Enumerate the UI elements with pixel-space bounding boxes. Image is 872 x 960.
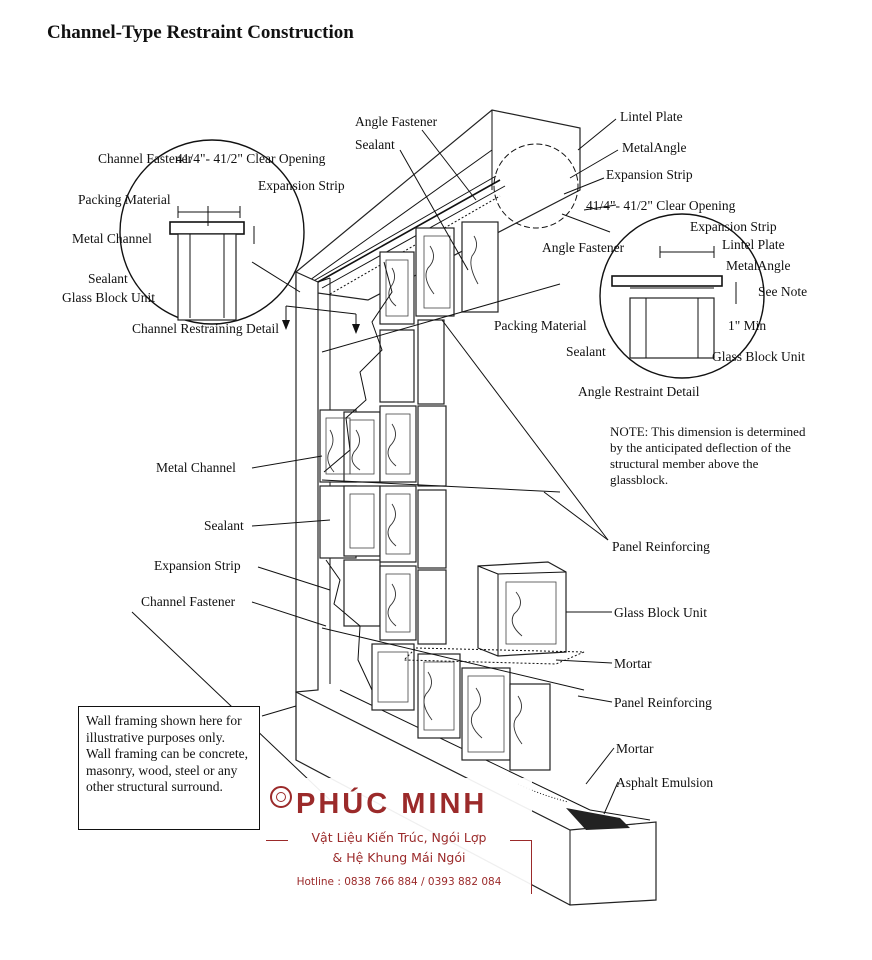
label-lintel-plate-right: Lintel Plate (722, 237, 785, 252)
label-channel-restraining-detail: Channel Restraining Detail (132, 321, 279, 336)
label-clear-opening-left: 41/4"- 41/2" Clear Opening (176, 151, 326, 166)
callout-circle (493, 143, 579, 229)
logo-rule-right (510, 840, 532, 841)
label-channel-fastener-left: Channel Fastener (98, 151, 193, 166)
label-expansion-strip: Expansion Strip (154, 558, 241, 573)
logo-rule-left (266, 840, 288, 841)
logo-rule-vertical (531, 840, 532, 894)
label-mortar-2: Mortar (616, 741, 654, 756)
label-panel-reinforcing-2: Panel Reinforcing (614, 695, 712, 710)
label-expansion-strip-left: Expansion Strip (258, 178, 345, 193)
label-1in-min: 1" Min (728, 318, 766, 333)
label-lintel-plate: Lintel Plate (620, 109, 683, 124)
wall-framing-note: Wall framing shown here for illustrative… (78, 706, 260, 830)
label-asphalt-emulsion: Asphalt Emulsion (616, 775, 713, 790)
label-metal-angle: MetalAngle (622, 140, 686, 155)
brand-logo-watermark: PHÚC MINH Vật Liệu Kiến Trúc, Ngói Lợp &… (266, 778, 532, 896)
label-metal-angle-right: MetalAngle (726, 258, 790, 273)
label-metal-channel-left: Metal Channel (72, 231, 152, 246)
label-sealant: Sealant (204, 518, 244, 533)
label-sealant-left: Sealant (88, 271, 128, 286)
channel-restraining-detail-circle (119, 139, 305, 325)
glass-block-stack (319, 221, 551, 771)
brand-tagline-1: Vật Liệu Kiến Trúc, Ngói Lợp (311, 830, 487, 845)
label-glass-block-unit-left: Glass Block Unit (62, 290, 155, 305)
label-angle-restraint-detail: Angle Restraint Detail (578, 384, 700, 399)
label-expansion-strip-top: Expansion Strip (606, 167, 693, 182)
label-glass-block-unit-right: Glass Block Unit (712, 349, 805, 364)
label-panel-reinforcing-1: Panel Reinforcing (612, 539, 710, 554)
loose-glass-block (402, 561, 585, 665)
label-packing-material-right: Packing Material (494, 318, 587, 333)
angle-restraint-detail-circle (599, 213, 765, 379)
brand-hotline: Hotline : 0838 766 884 / 0393 882 084 (296, 876, 502, 888)
labels: Angle Fastener Sealant Lintel Plate Meta… (62, 109, 807, 790)
label-glass-block-unit: Glass Block Unit (614, 605, 707, 620)
label-expansion-strip-right: Expansion Strip (690, 219, 777, 234)
label-metal-channel: Metal Channel (156, 460, 236, 475)
label-mortar-1: Mortar (614, 656, 652, 671)
label-sealant-top: Sealant (355, 137, 395, 152)
brand-tagline-2: & Hệ Khung Mái Ngói (332, 850, 466, 865)
section-arrows (282, 305, 360, 334)
rose-logo-icon (270, 786, 292, 808)
brand-name: PHÚC MINH (296, 788, 488, 820)
label-angle-fastener-right: Angle Fastener (542, 240, 625, 255)
label-see-note: See Note (758, 284, 807, 299)
label-packing-material-left: Packing Material (78, 192, 171, 207)
label-clear-opening-right: 41/4"- 41/2" Clear Opening (586, 198, 736, 213)
dimension-note: NOTE: This dimension is determined by th… (610, 424, 805, 487)
label-channel-fastener: Channel Fastener (141, 594, 236, 609)
label-angle-fastener-top: Angle Fastener (355, 114, 438, 129)
label-sealant-right: Sealant (566, 344, 606, 359)
diagram-title: Channel-Type Restraint Construction (47, 22, 354, 43)
top-channel-strip (317, 179, 506, 295)
asphalt-emulsion-fill (566, 808, 630, 830)
